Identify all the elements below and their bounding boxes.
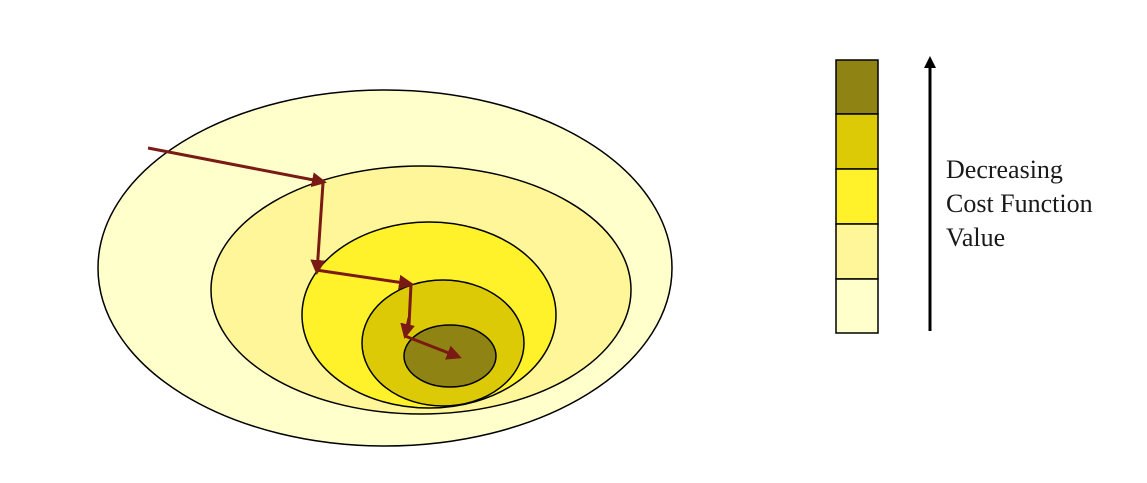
contour-plot	[97, 89, 673, 447]
legend-swatch-5	[835, 278, 879, 334]
legend-label-line-1: Decreasing	[946, 155, 1063, 184]
path-step-3	[315, 268, 414, 290]
contour-level-5	[403, 324, 497, 388]
descent-path	[147, 146, 462, 360]
legend: Decreasing Cost Function Value	[835, 56, 1099, 334]
path-step-2	[310, 182, 326, 275]
legend-label-line-2: Cost Function	[946, 189, 1093, 218]
path-step-1	[147, 146, 327, 188]
legend-swatch-3	[835, 168, 879, 225]
path-step-5	[400, 317, 415, 339]
legend-swatch-1	[835, 59, 879, 115]
legend-swatch-4	[835, 223, 879, 280]
legend-swatch-2	[835, 113, 879, 170]
legend-label-line-3: Value	[946, 223, 1005, 252]
legend-label: Decreasing Cost Function Value	[946, 155, 1099, 252]
path-step-6	[404, 334, 462, 360]
legend-swatches	[835, 59, 879, 334]
